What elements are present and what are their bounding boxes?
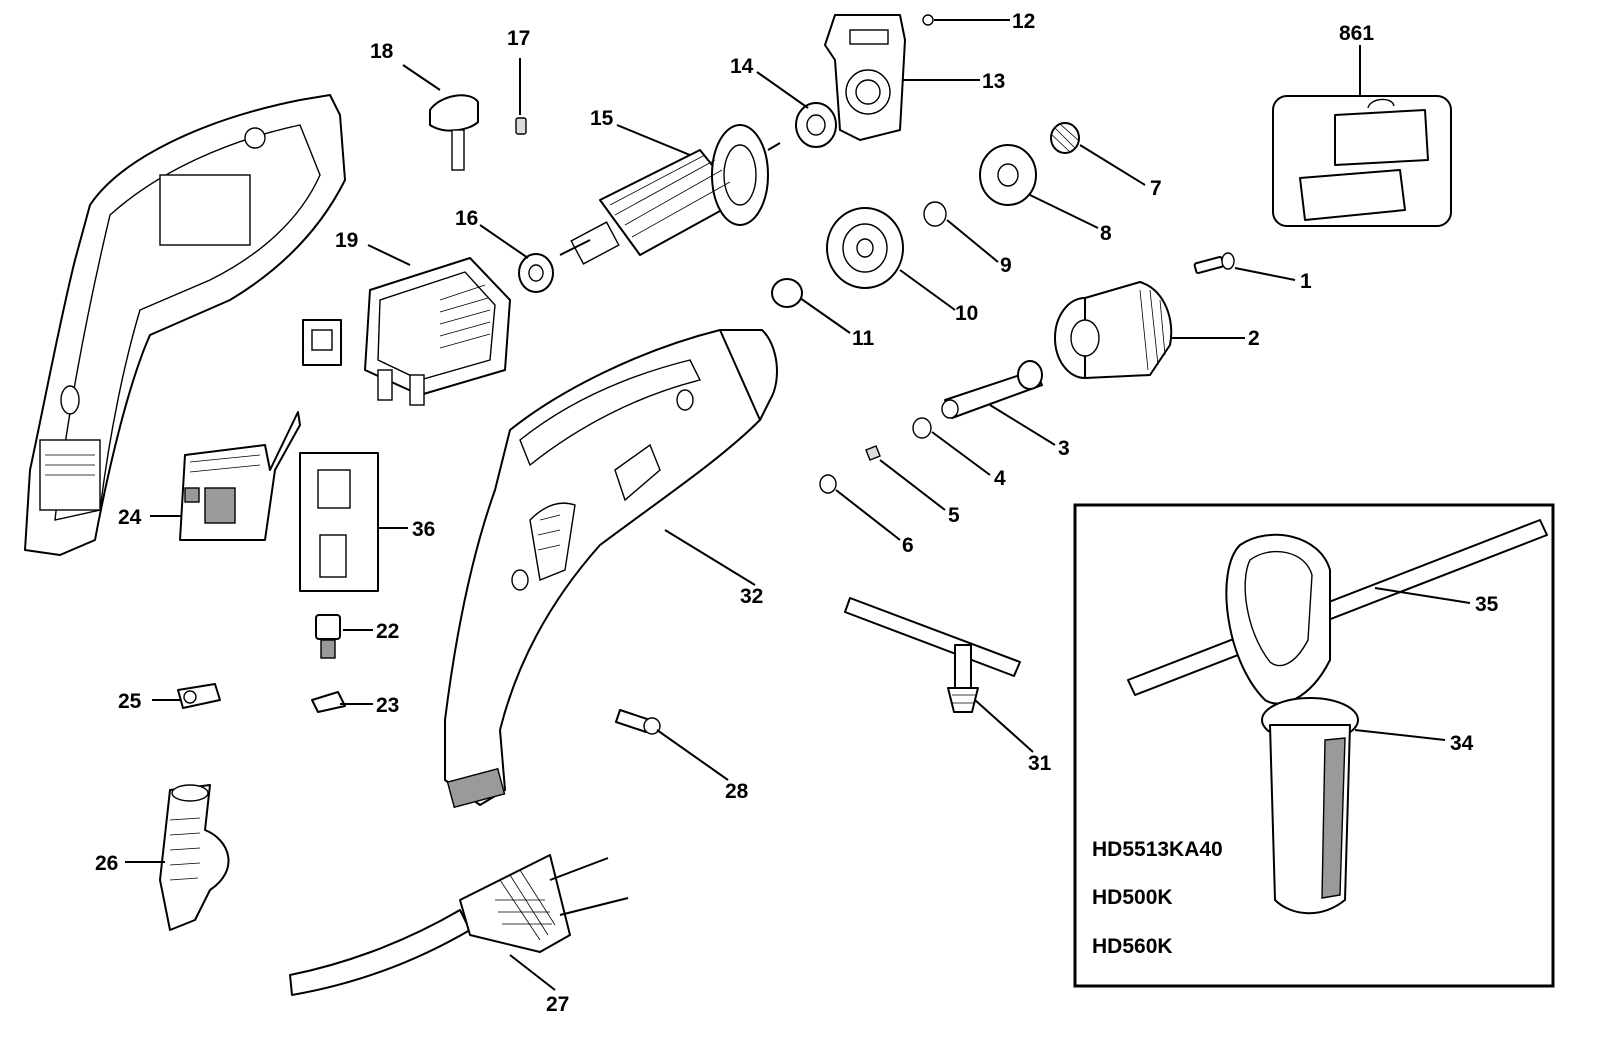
callout-6: 6 [902,534,914,557]
ring-6 [819,474,837,494]
gearbox-plate-13 [824,14,906,141]
bearing-16 [518,253,554,293]
callout-3: 3 [1058,437,1070,460]
pin-17 [515,117,527,135]
callout-5: 5 [948,504,960,527]
callout-34: 34 [1450,732,1474,755]
ball-12 [922,14,934,26]
callout-31: 31 [1028,752,1052,775]
callout-labels: 1 2 3 4 5 6 7 8 9 10 11 12 13 14 15 16 1… [95,10,1499,1016]
knob-18 [429,94,479,171]
callout-14: 14 [730,55,754,78]
callout-8: 8 [1100,222,1112,245]
callout-1: 1 [1300,270,1312,293]
callout-35: 35 [1475,593,1499,616]
callout-16: 16 [455,207,478,230]
plug-27 [289,854,629,996]
callout-23: 23 [376,694,399,717]
cord-protector-26 [159,784,230,931]
field-stator-19 [364,257,511,406]
housing-half-left [24,94,346,556]
carry-case-861 [1272,95,1452,227]
model-label-3: HD560K [1092,935,1173,958]
callout-28: 28 [725,780,749,803]
callout-12: 12 [1012,10,1035,33]
callout-25: 25 [118,690,142,713]
callout-18: 18 [370,40,394,63]
chuck-key-31 [844,597,1021,713]
callout-22: 22 [376,620,399,643]
callout-10: 10 [955,302,978,325]
side-handle-box [1073,503,1555,988]
drill-housing-32 [444,329,778,809]
washer-9 [923,201,947,227]
callout-24: 24 [118,506,142,529]
callout-9: 9 [1000,254,1012,277]
carbon-brush-22 [315,614,341,659]
brush-holder [302,319,342,366]
callout-861: 861 [1339,22,1374,45]
callout-4: 4 [994,467,1006,490]
leader-lines [125,19,1471,991]
callout-7: 7 [1150,177,1162,200]
callout-26: 26 [95,852,118,875]
bushing-11 [771,278,803,308]
switch-24 [179,411,301,541]
callout-15: 15 [590,107,614,130]
callout-19: 19 [335,229,358,252]
callout-36: 36 [412,518,435,541]
side-handle-34 [1225,533,1359,915]
armature-15 [559,124,781,265]
callout-13: 13 [982,70,1005,93]
callout-32: 32 [740,585,763,608]
depth-rod-35 [1127,519,1548,696]
screw-28 [615,709,661,735]
model-label-2: HD500K [1092,886,1173,909]
callout-11: 11 [852,327,875,350]
callout-2: 2 [1248,327,1260,350]
gear-10 [826,207,904,289]
callout-27: 27 [546,993,569,1016]
ring-4 [912,417,932,439]
cord-clamp-25 [177,683,221,709]
chuck-2 [1054,281,1173,379]
model-label-1: HD5513KA40 [1092,838,1223,861]
brush-kit-36 [299,452,379,592]
bearing-8 [979,144,1037,206]
screw-1 [1193,252,1235,275]
spindle-3 [941,360,1043,419]
spring-7 [1050,122,1080,154]
callout-17: 17 [507,27,530,50]
clip-23 [311,691,346,713]
bearing-14 [795,102,837,148]
key-5 [865,445,881,461]
